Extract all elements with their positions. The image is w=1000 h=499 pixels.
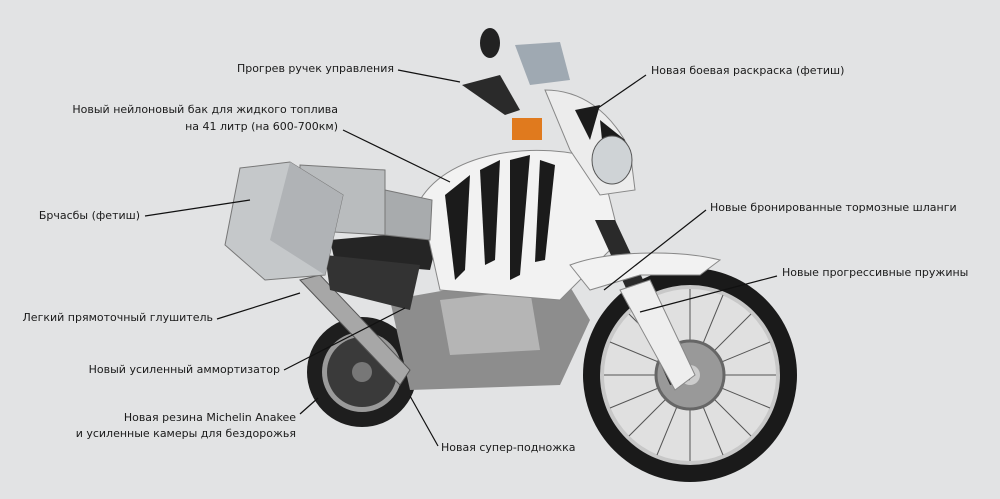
leader-brake-lines (603, 209, 707, 291)
leader-cases (144, 199, 251, 217)
label-tires-line1: Новая резина Michelin Anakee (123, 411, 296, 424)
leader-grips (397, 69, 461, 83)
label-muffler: Легкий прямоточный глушитель (22, 311, 213, 324)
label-tires-line2: и усиленные камеры для бездорожья (75, 427, 296, 440)
label-springs: Новые прогрессивные пружины (782, 266, 969, 279)
leader-springs (639, 275, 778, 313)
label-fuel-tank-line2: на 41 литр (на 600-700км) (185, 120, 338, 133)
label-grip-heating: Прогрев ручек управления (236, 62, 394, 75)
label-fuel-tank-line1: Новый нейлоновый бак для жидкого топлива (72, 103, 338, 116)
leader-tires (299, 397, 319, 415)
label-shock: Новый усиленный аммортизатор (88, 363, 280, 376)
leader-stand (409, 395, 439, 447)
leader-muffler (216, 292, 301, 320)
label-paint: Новая боевая раскраска (фетиш) (651, 64, 845, 77)
leader-paint (597, 74, 647, 109)
leader-tank (342, 129, 451, 183)
side-cases (224, 161, 433, 281)
label-brake-lines: Новые бронированные тормозные шланги (710, 201, 957, 214)
label-stand: Новая супер-подножка (441, 441, 576, 454)
leader-shock (283, 307, 406, 371)
label-cases: Брчасбы (фетиш) (38, 209, 140, 222)
